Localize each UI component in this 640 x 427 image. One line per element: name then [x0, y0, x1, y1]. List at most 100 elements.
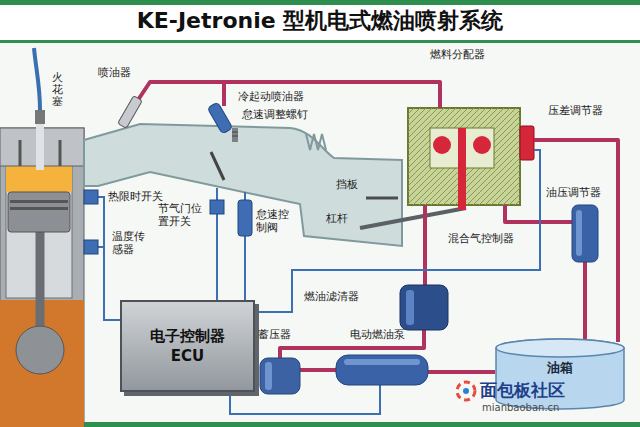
- part-label: 温度传感器: [112, 230, 148, 256]
- watermark-logo: [463, 388, 469, 394]
- sensor-wires: [98, 197, 120, 320]
- fuel-filter: [406, 290, 414, 325]
- fuel-pump: [336, 355, 428, 385]
- part-label: 火花塞: [52, 72, 63, 108]
- fuel-distributor: [473, 136, 491, 154]
- lever: [360, 208, 466, 228]
- node-text: 电子控制器: [150, 326, 225, 346]
- part-label: 燃料分配器: [430, 48, 485, 61]
- fuel-pressure-regulator: [572, 205, 598, 262]
- part-label: 燃油滤清器: [304, 290, 359, 303]
- spark-plug: [36, 124, 44, 170]
- part-label: 节气门位置开关: [158, 202, 204, 228]
- thermo-time-switch: [84, 190, 98, 204]
- accumulator: [260, 358, 300, 394]
- part-label: 冷起动喷油器: [238, 90, 304, 103]
- fuel-pipes: [505, 205, 572, 222]
- sensor-wires: [98, 150, 540, 414]
- engine-cylinder: [10, 207, 68, 210]
- node-text: 油箱: [547, 360, 573, 376]
- fuel-distributor: [408, 108, 520, 210]
- fuel-pipes: [428, 370, 495, 374]
- fuel-pipes: [583, 262, 587, 342]
- temperature-sensor: [84, 240, 98, 254]
- spark-plug: [34, 48, 45, 170]
- watermark-logo: [457, 382, 475, 400]
- engine-cylinder: [16, 326, 64, 374]
- pressure-differential-regulator: [520, 126, 534, 160]
- background: [0, 0, 640, 5]
- accumulator: [265, 362, 272, 390]
- fuel-pipes: [300, 368, 336, 372]
- fuel-pump: [344, 359, 420, 365]
- part-label: 怠速控制阀: [256, 208, 292, 234]
- part-label: 电动燃油泵: [350, 328, 405, 341]
- fuel-filter: [400, 285, 448, 330]
- fuel-distributor: [458, 128, 466, 210]
- spark-plug: [35, 110, 45, 124]
- throttle-plate: [211, 152, 224, 180]
- part-label: 压差调节器: [548, 104, 603, 117]
- fuel-pressure-regulator: [572, 205, 598, 262]
- fuel-pipes: [138, 82, 440, 108]
- idle-adjust-screw: [232, 128, 238, 142]
- part-label: 热限时开关: [108, 190, 163, 203]
- temperature-sensor: [84, 240, 98, 254]
- sensor-wires: [98, 246, 104, 248]
- watermark-logo: [457, 382, 475, 400]
- fuel-pump: [336, 355, 428, 385]
- thermo-time-switch: [84, 190, 98, 204]
- throttle-position-switch: [210, 200, 224, 214]
- lever: [360, 208, 466, 228]
- throttle-plate: [211, 152, 224, 180]
- throttle-position-switch: [210, 200, 224, 214]
- node-text: ECU: [171, 346, 204, 366]
- engine-cylinder: [10, 200, 68, 203]
- engine-cylinder: [0, 128, 84, 427]
- background: [0, 422, 640, 427]
- part-label: 混合气控制器: [448, 232, 514, 245]
- fuel-distributor: [433, 136, 451, 154]
- accumulator: [260, 358, 300, 394]
- fuel-pipes: [222, 82, 226, 106]
- idle-control-valve: [238, 200, 252, 236]
- sensor-plate: [366, 198, 398, 199]
- intake-manifold: [84, 124, 402, 246]
- part-label: 喷油器: [98, 66, 131, 79]
- cold-start-injector: [207, 102, 232, 134]
- idle-control-valve: [238, 200, 252, 236]
- tank-top: [496, 339, 624, 357]
- pressure-differential-regulator: [520, 126, 534, 160]
- part-label: 杠杆: [326, 212, 348, 225]
- sensor-wires: [259, 150, 540, 312]
- part-label: 蓄压器: [258, 328, 291, 341]
- spark-plug: [34, 48, 40, 110]
- part-label: 怠速调整螺钉: [242, 108, 308, 121]
- fuel-pipes: [534, 140, 618, 342]
- idle-adjust-screw: [232, 128, 238, 142]
- ecu-box: 电子控制器ECU: [120, 300, 255, 392]
- engine-cylinder: [8, 192, 70, 232]
- background: [0, 43, 640, 427]
- part-label: 油压调节器: [546, 186, 601, 199]
- diagram-title: KE-Jetronie 型机电式燃油喷射系统: [0, 6, 640, 36]
- fuel-pipes: [138, 82, 618, 372]
- part-label: 挡板: [336, 178, 358, 191]
- watermark: 面包板社区: [480, 380, 565, 400]
- background: [0, 40, 640, 43]
- engine-cylinder: [0, 128, 84, 427]
- intake-manifold: [306, 134, 326, 150]
- fuel-filter: [400, 285, 448, 330]
- background: [0, 0, 640, 42]
- fuel-pipes: [423, 205, 427, 285]
- injector: [118, 96, 143, 129]
- sensor-plate: [366, 197, 398, 200]
- injector: [118, 96, 143, 129]
- intake-manifold: [84, 124, 402, 246]
- idle-adjust-screw: [232, 132, 238, 136]
- cold-start-injector: [207, 102, 232, 134]
- fuel-pressure-regulator: [576, 210, 582, 256]
- watermark: mianbaoban.cn: [482, 402, 559, 414]
